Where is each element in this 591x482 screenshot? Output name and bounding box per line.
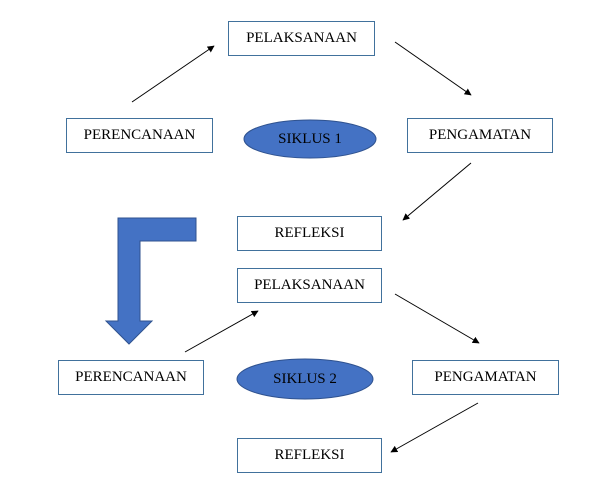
- cycle-1-perencanaan-box: PERENCANAAN: [66, 118, 213, 153]
- cycle-1-pengamatan-label: PENGAMATAN: [428, 127, 532, 143]
- cycle-1-ellipse: [243, 119, 377, 159]
- cycle-2-label: SIKLUS 2: [273, 370, 337, 387]
- connector-pengamatan-to-refleksi-1: [402, 162, 472, 221]
- cycle-1-perencanaan-label: PERENCANAAN: [83, 127, 196, 143]
- connector-pelaksanaan-to-pengamatan-2: [394, 293, 480, 344]
- cycle-1-pelaksanaan-box: PELAKSANAAN: [228, 21, 375, 56]
- cycle-transition-arrow: [104, 217, 197, 345]
- cycle-1-label-area: SIKLUS 1: [244, 120, 376, 158]
- cycle-2-pengamatan-box: PENGAMATAN: [412, 360, 559, 395]
- cycle-1-refleksi-label: REFLEKSI: [274, 225, 345, 241]
- cycle-2-pengamatan-label: PENGAMATAN: [434, 369, 537, 385]
- cycle-2-refleksi-box: REFLEKSI: [237, 438, 382, 473]
- cycle-1-pengamatan-box: PENGAMATAN: [407, 118, 553, 153]
- connector-perencanaan-to-pelaksanaan-2: [184, 310, 259, 353]
- connector-pengamatan-to-refleksi-2: [390, 402, 479, 453]
- cycle-2-pelaksanaan-label: PELAKSANAAN: [254, 277, 365, 293]
- cycle-2-label-area: SIKLUS 2: [237, 359, 373, 399]
- cycle-2-pelaksanaan-box: PELAKSANAAN: [237, 268, 382, 303]
- cycle-1-pelaksanaan-label: PELAKSANAAN: [246, 30, 357, 46]
- cycle-2-ellipse: [236, 358, 374, 400]
- cycle-1-label: SIKLUS 1: [278, 130, 342, 147]
- cycle-1-refleksi-box: REFLEKSI: [237, 216, 382, 251]
- cycle-2-perencanaan-label: PERENCANAAN: [75, 369, 187, 385]
- cycle-2-refleksi-label: REFLEKSI: [274, 447, 345, 463]
- cycle-2-perencanaan-box: PERENCANAAN: [58, 360, 204, 395]
- connector-pelaksanaan-to-pengamatan-1: [394, 41, 472, 96]
- connector-perencanaan-to-pelaksanaan-1: [131, 45, 215, 103]
